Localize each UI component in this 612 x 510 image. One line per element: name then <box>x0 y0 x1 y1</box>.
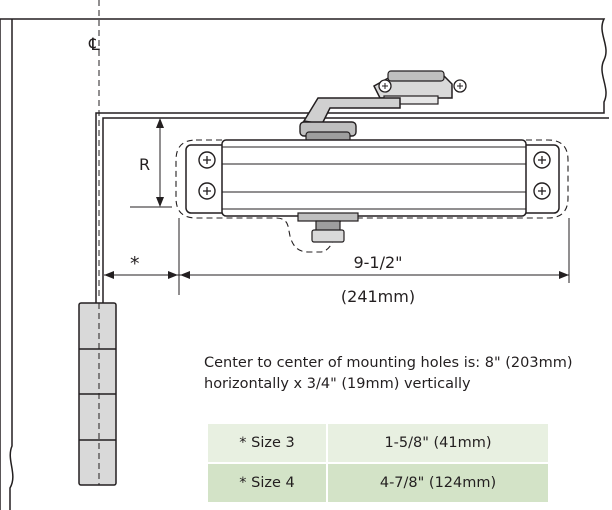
table-row: * Size 3 1-5/8" (41mm) <box>208 424 548 463</box>
radius-dimension <box>130 117 172 208</box>
centerline-label: ℄ <box>88 35 100 55</box>
mounting-outline <box>175 139 569 253</box>
frame-header <box>0 18 607 303</box>
arm-bracket <box>373 70 467 105</box>
note-line-1: Center to center of mounting holes is: 8… <box>204 355 573 371</box>
size-cell: * Size 4 <box>208 462 328 502</box>
table-row: * Size 4 4-7/8" (124mm) <box>208 462 548 502</box>
closer-body <box>185 139 560 217</box>
note-line-2: horizontally x 3/4" (19mm) vertically <box>204 376 471 392</box>
pinion-hub <box>299 121 357 143</box>
width-label: 9-1/2" <box>353 253 402 272</box>
radius-label: R <box>139 155 150 174</box>
dimension-cell: 4-7/8" (124mm) <box>327 462 548 502</box>
mounting-note: Center to center of mounting holes is: 8… <box>204 353 612 395</box>
width-metric-label: (241mm) <box>341 287 415 306</box>
hinge <box>78 302 117 486</box>
dimension-cell: 1-5/8" (41mm) <box>327 424 548 463</box>
wall-jamb <box>0 19 14 510</box>
size-cell: * Size 3 <box>208 424 328 463</box>
size-table: * Size 3 1-5/8" (41mm) * Size 4 4-7/8" (… <box>208 424 548 502</box>
body-screws <box>198 151 551 200</box>
offset-label: * <box>130 253 140 275</box>
width-dimension <box>104 218 570 295</box>
adjustment-nut <box>297 212 359 243</box>
closer-arm <box>302 97 401 125</box>
